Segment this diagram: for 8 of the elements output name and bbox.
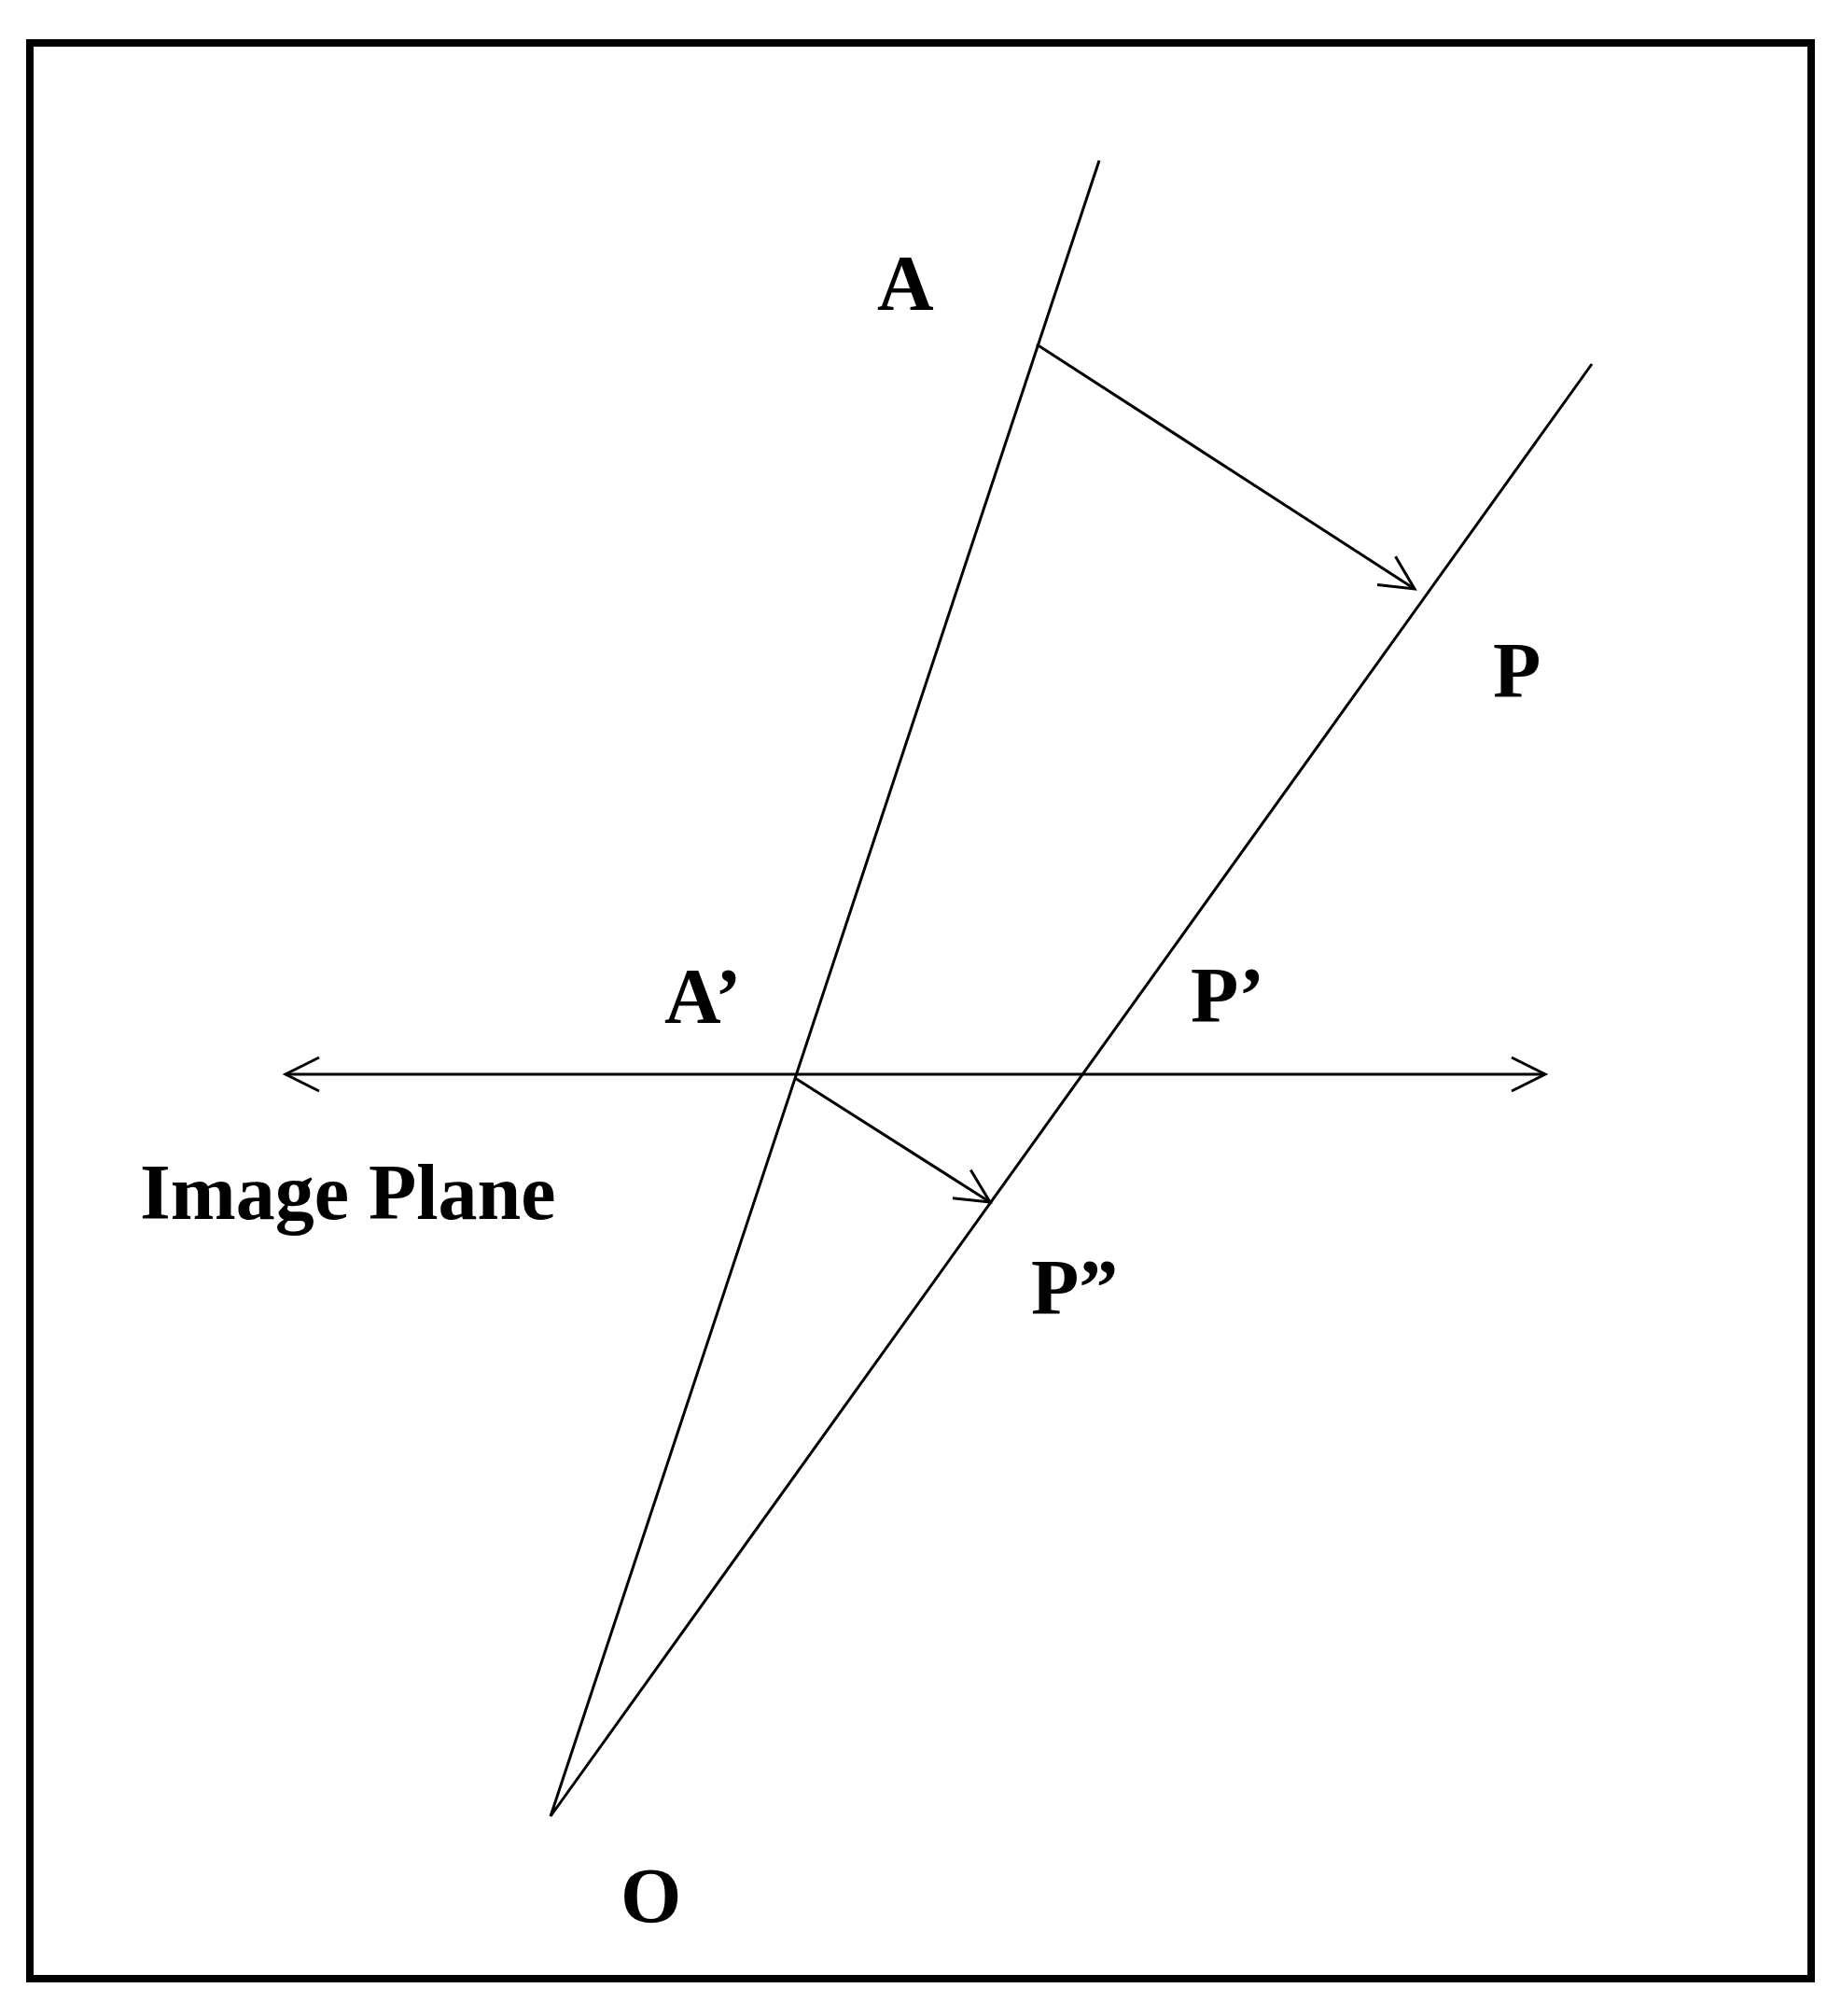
point-label: P”: [1031, 1244, 1119, 1331]
point-label: A’: [664, 953, 742, 1040]
point-label: P’: [1191, 957, 1265, 1035]
arrow: [1036, 343, 1416, 591]
point-label: O: [621, 1857, 682, 1936]
point-label: A: [877, 240, 934, 327]
point-label: P: [1493, 627, 1541, 714]
arrow: [794, 1076, 992, 1204]
